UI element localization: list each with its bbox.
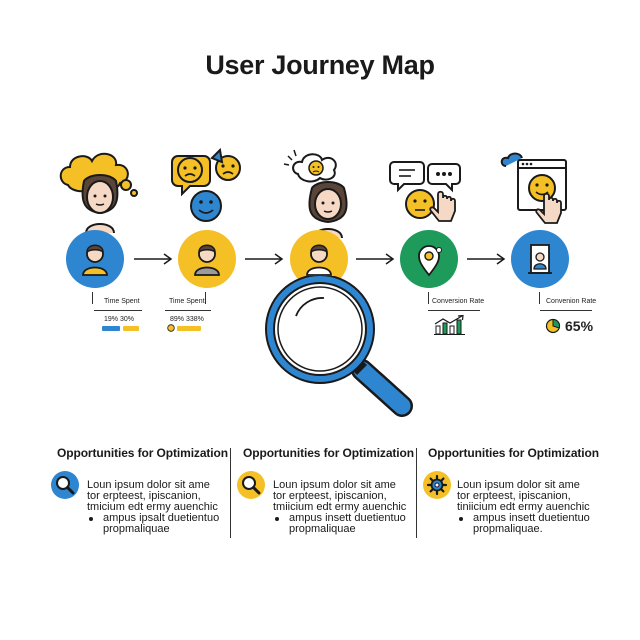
stage-node-3: [289, 229, 349, 289]
body-line: Loun ipsum dolor sit ame: [273, 479, 396, 491]
bullet-line: ampus insett duetientuo: [473, 512, 590, 524]
browser-click-icon: [500, 152, 567, 224]
bullet-line: propmaliquae: [103, 523, 170, 535]
emoji-faces-icon: [171, 148, 241, 222]
worried-person-icon: [283, 149, 348, 238]
bullet-item: ampus insett duetientuo propmaliquae.: [457, 512, 590, 535]
arrow-right-icon: [356, 253, 395, 265]
pie-chart-icon: [545, 318, 561, 334]
body-line: tiniicium edt ermy auenchic: [457, 501, 590, 513]
clock-icon: [167, 324, 175, 332]
door-icon: [511, 230, 569, 288]
metric-connector: [205, 292, 206, 304]
bullet-line: propmaliquae: [289, 523, 356, 535]
metric-connector: [428, 292, 429, 304]
chat-bubbles-icon: [389, 161, 461, 222]
bullet-item: ampus ipsalt duetientuo propmaliquae: [87, 512, 220, 535]
metric-connector: [92, 292, 93, 304]
body-line: tmicium edt ermy auenchic: [87, 501, 218, 513]
column-title: Opportunities for Optimization: [428, 446, 599, 460]
metric-bar: [102, 326, 120, 331]
stage-node-5: [510, 229, 570, 289]
column-divider: [230, 448, 231, 538]
metric-bar: [177, 326, 201, 331]
gear-icon: [423, 471, 451, 499]
person-icon: [178, 230, 236, 288]
column-divider: [416, 448, 417, 538]
metric-underline: [165, 310, 211, 311]
body-line: tor erpteest, ipiscanion,: [273, 490, 387, 502]
conversion-percent: 65%: [565, 318, 594, 334]
growth-chart-icon: [434, 314, 465, 335]
column-body: Loun ipsum dolor sit ame tor erpteest, i…: [273, 479, 407, 535]
thinking-person-icon: [59, 152, 138, 234]
column-body: Loun ipsum dolor sit ame tor erpteest, i…: [457, 479, 590, 535]
body-line: Loun ipsum dolor sit ame: [457, 479, 580, 491]
search-icon: [237, 471, 265, 499]
stage-node-4: [399, 229, 459, 289]
metric-underline: [428, 310, 480, 311]
map-pin-icon: [400, 230, 458, 288]
search-icon: [51, 471, 79, 499]
body-line: tmiicium edt ermy auenchic: [273, 501, 407, 513]
stage-node-2: [177, 229, 237, 289]
bullet-line: ampus ipsalt duetientuo: [103, 512, 220, 524]
column-title: Opportunities for Optimization: [57, 446, 228, 460]
stage-node-1: [65, 229, 125, 289]
bullet-line: ampus insett duetientuo: [289, 512, 406, 524]
metric-underline: [540, 310, 592, 311]
bullet-item: ampus insett duetientuo propmaliquae: [273, 512, 406, 535]
metric-bar: [123, 326, 139, 331]
bullet-line: propmaliquae.: [473, 523, 543, 535]
arrow-right-icon: [245, 253, 284, 265]
metric-label: Convenion Rate: [546, 298, 597, 305]
body-line: tor erpteest, ipiscanion,: [87, 490, 201, 502]
metric-label: Time Spent: [169, 298, 205, 305]
arrow-right-icon: [134, 253, 173, 265]
metric-value: 89% 338%: [170, 316, 204, 323]
page-title: User Journey Map: [205, 50, 435, 80]
metric-connector: [539, 292, 540, 304]
column-body: Loun ipsum dolor sit ame tor erpteest, i…: [87, 479, 220, 535]
arrow-right-icon: [467, 253, 506, 265]
person-icon: [66, 230, 124, 288]
body-line: tor erpteest, ipiscanion,: [457, 490, 571, 502]
metric-label: Time Spent: [104, 298, 140, 305]
metric-value: 19% 30%: [104, 316, 134, 323]
person-icon: [290, 230, 348, 288]
magnifying-glass-icon: [265, 276, 413, 417]
metric-label: Conversion Rate: [432, 298, 485, 305]
metric-underline: [94, 310, 142, 311]
column-title: Opportunities for Optimization: [243, 446, 414, 460]
body-line: Loun ipsum dolor sit ame: [87, 479, 210, 491]
